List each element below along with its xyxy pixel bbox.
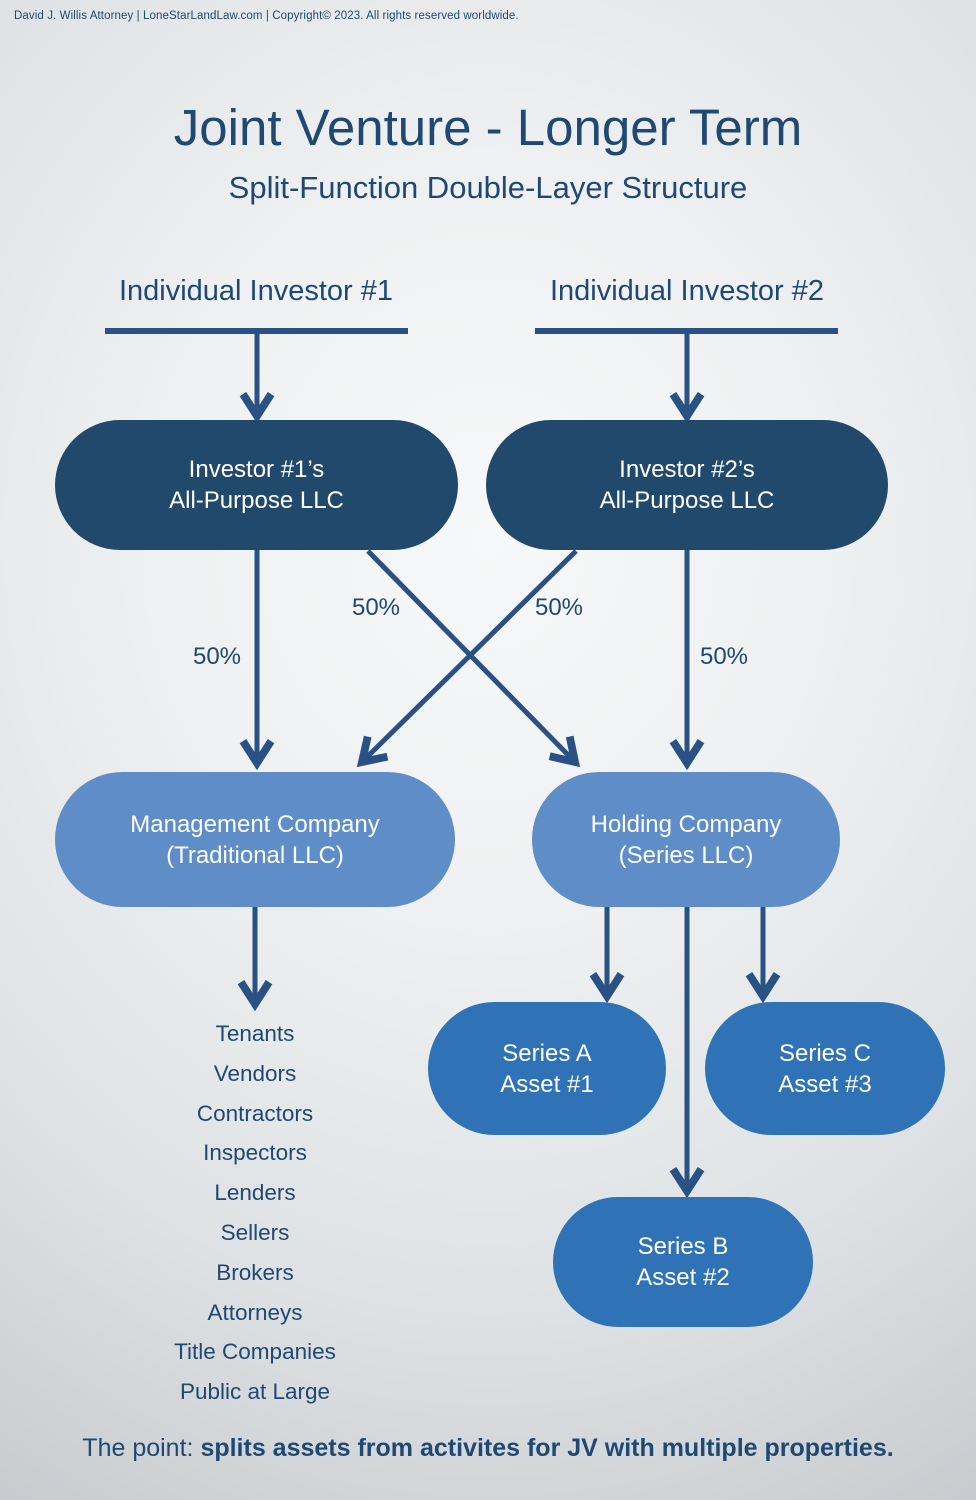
list-item: Vendors — [213, 1060, 297, 1086]
node-label-line1: Series A — [502, 1039, 592, 1067]
node-series-c: Series C Asset #3 — [705, 1002, 945, 1135]
node-label-line2: Asset #1 — [500, 1070, 594, 1098]
ownership-label: 50% — [699, 643, 749, 670]
node-series-a: Series A Asset #1 — [428, 1002, 666, 1135]
node-holding-company: Holding Company (Series LLC) — [532, 772, 840, 907]
counterparty-list: Tenants Vendors Contractors Inspectors L… — [55, 1014, 455, 1412]
node-label-line1: Holding Company — [590, 810, 782, 838]
node-label-line1: Series C — [778, 1039, 872, 1067]
list-item: Public at Large — [179, 1379, 331, 1405]
node-series-b: Series B Asset #2 — [553, 1197, 813, 1327]
node-investor2-llc: Investor #2’s All-Purpose LLC — [486, 420, 888, 550]
list-item: Lenders — [214, 1180, 296, 1206]
node-label-line1: Investor #1’s — [188, 456, 325, 483]
node-investor1-llc: Investor #1’s All-Purpose LLC — [55, 420, 458, 550]
list-item: Sellers — [220, 1219, 290, 1245]
list-item: Title Companies — [174, 1339, 336, 1365]
page-title: Joint Venture - Longer Term — [173, 99, 803, 156]
node-label-line1: Series B — [637, 1233, 729, 1260]
node-label-line2: Asset #2 — [636, 1264, 730, 1291]
list-item: Inspectors — [203, 1140, 307, 1166]
node-label-line1: Management Company — [130, 810, 380, 838]
node-label-line2: (Series LLC) — [618, 841, 754, 869]
page-subtitle: Split-Function Double-Layer Structure — [228, 170, 748, 205]
footer-point-prefix: The point: — [82, 1434, 201, 1462]
node-label-line2: Asset #3 — [778, 1070, 872, 1098]
investor2-heading: Individual Investor #2 — [549, 275, 825, 307]
node-label-line2: (Traditional LLC) — [166, 841, 344, 869]
ownership-label: 50% — [192, 643, 242, 670]
ownership-label: 50% — [351, 594, 401, 621]
copyright-line: David J. Willis Attorney | LoneStarLandL… — [14, 10, 519, 22]
investor1-heading: Individual Investor #1 — [118, 275, 394, 307]
node-management-company: Management Company (Traditional LLC) — [55, 772, 455, 907]
list-item: Brokers — [216, 1259, 294, 1285]
footer-point: The point: splits assets from activites … — [0, 1434, 976, 1463]
arrow-llc2-to-management-cross — [356, 549, 578, 768]
list-item: Attorneys — [207, 1299, 303, 1325]
node-label-line2: All-Purpose LLC — [169, 487, 344, 514]
ownership-label: 50% — [534, 594, 584, 621]
list-item: Contractors — [196, 1100, 314, 1126]
node-label-line1: Investor #2’s — [619, 456, 755, 483]
list-item: Tenants — [215, 1021, 295, 1046]
node-label-line2: All-Purpose LLC — [599, 487, 775, 514]
footer-point-emphasis: splits assets from activites for JV with… — [200, 1434, 894, 1462]
